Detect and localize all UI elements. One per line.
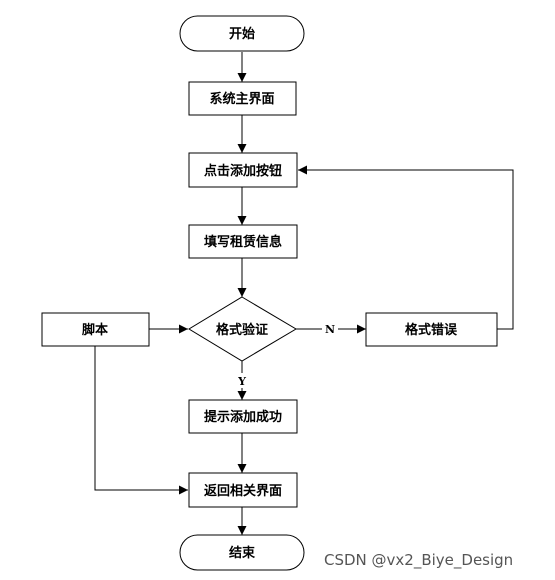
edge-error-to-click — [298, 165, 514, 330]
edge-label-yes: Y — [237, 375, 246, 388]
node-return-shape — [188, 472, 298, 508]
node-start-shape — [179, 15, 305, 52]
node-click-add-label: 点击添加按钮 — [204, 163, 282, 179]
node-return-label: 返回相关界面 — [204, 483, 282, 499]
node-main-ui-shape — [188, 81, 297, 116]
node-validate-shape — [188, 296, 297, 362]
node-validate: 格式验证 — [188, 296, 297, 362]
node-format-error: 格式错误 — [365, 312, 498, 347]
node-main-ui: 系统主界面 — [188, 81, 297, 116]
node-script-label: 脚本 — [82, 322, 108, 338]
node-success: 提示添加成功 — [188, 399, 298, 434]
node-start: 开始 — [179, 15, 305, 52]
node-click-add-shape — [188, 152, 298, 188]
watermark: CSDN @vx2_Biye_Design — [324, 551, 514, 569]
node-script-shape — [41, 312, 150, 347]
node-fill-info-shape — [188, 224, 298, 259]
node-success-label: 提示添加成功 — [204, 409, 282, 425]
edge-script-to-return — [94, 346, 188, 495]
node-end-shape — [179, 534, 305, 571]
node-click-add: 点击添加按钮 — [188, 152, 298, 188]
edge-label-yes-bg — [235, 373, 250, 388]
node-end-label: 结束 — [229, 545, 256, 561]
node-main-ui-label: 系统主界面 — [209, 91, 274, 107]
node-validate-label: 格式验证 — [216, 322, 268, 338]
node-fill-info: 填写租赁信息 — [188, 224, 298, 259]
edge-label-no: N — [325, 323, 335, 336]
node-fill-info-label: 填写租赁信息 — [204, 234, 282, 250]
edge-label-no-bg — [322, 321, 338, 337]
node-end: 结束 — [179, 534, 305, 571]
node-return: 返回相关界面 — [188, 472, 298, 508]
node-success-shape — [188, 399, 298, 434]
node-format-error-shape — [365, 312, 498, 347]
node-start-label: 开始 — [229, 26, 255, 42]
node-format-error-label: 格式错误 — [405, 322, 458, 338]
node-script: 脚本 — [41, 312, 150, 347]
